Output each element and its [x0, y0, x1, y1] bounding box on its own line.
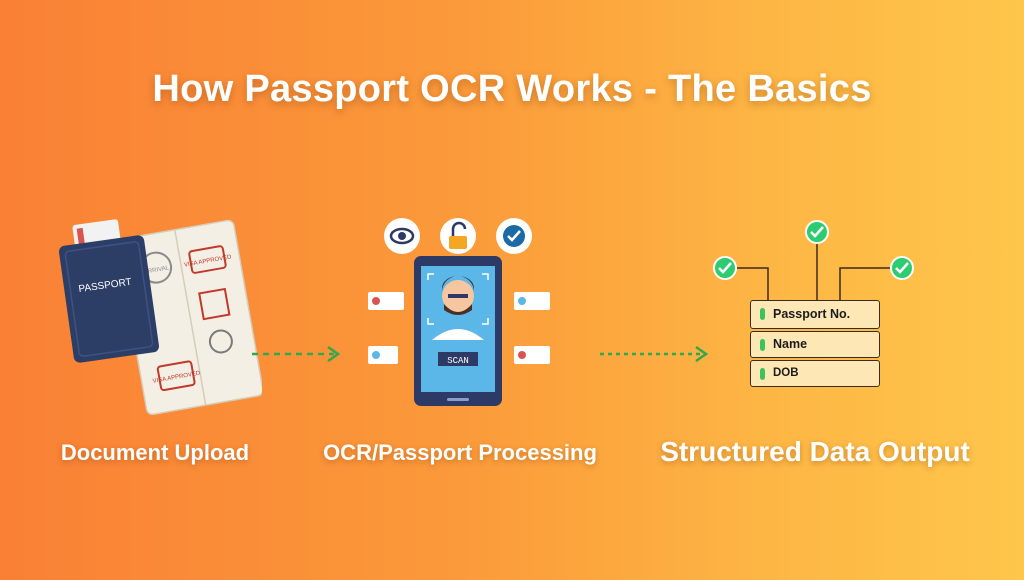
field-label: Passport No.	[773, 307, 851, 321]
scan-text: SCAN	[447, 356, 469, 366]
check-icon	[713, 256, 737, 280]
page-title: How Passport OCR Works - The Basics	[152, 68, 872, 110]
flow-arrow-1	[252, 345, 341, 363]
field-name: Name	[750, 331, 880, 358]
output-fields: Passport No. Name DOB	[750, 300, 880, 389]
flow-arrow-2	[600, 345, 709, 363]
open-passport-icon: ARRIVAL VISA APPROVED VISA APPROVED	[116, 219, 262, 415]
field-marker	[760, 339, 765, 351]
data-card-icon	[368, 292, 550, 364]
passport-illustration: ARRIVAL VISA APPROVED VISA APPROVED PASS…	[58, 219, 262, 415]
step-label-upload: Document Upload	[60, 440, 250, 465]
step-label-output: Structured Data Output	[660, 436, 970, 467]
eye-icon	[384, 218, 420, 254]
check-icon	[805, 220, 829, 244]
field-passport-no: Passport No.	[750, 300, 880, 329]
output-connectors	[713, 220, 914, 300]
field-label: Name	[773, 337, 808, 351]
check-icon	[890, 256, 914, 280]
field-label: DOB	[773, 367, 799, 379]
field-marker	[760, 368, 765, 380]
phone-icon: SCAN	[414, 256, 502, 406]
check-badge-icon	[496, 218, 532, 254]
processing-illustration: SCAN	[368, 218, 550, 406]
step-label-processing: OCR/Passport Processing	[323, 440, 597, 465]
stamp-arrival-text: ARRIVAL	[144, 265, 171, 275]
field-dob: DOB	[750, 360, 880, 387]
field-marker	[760, 308, 765, 320]
unlock-icon	[440, 218, 476, 254]
passport-cover-icon: PASSPORT	[58, 235, 160, 363]
